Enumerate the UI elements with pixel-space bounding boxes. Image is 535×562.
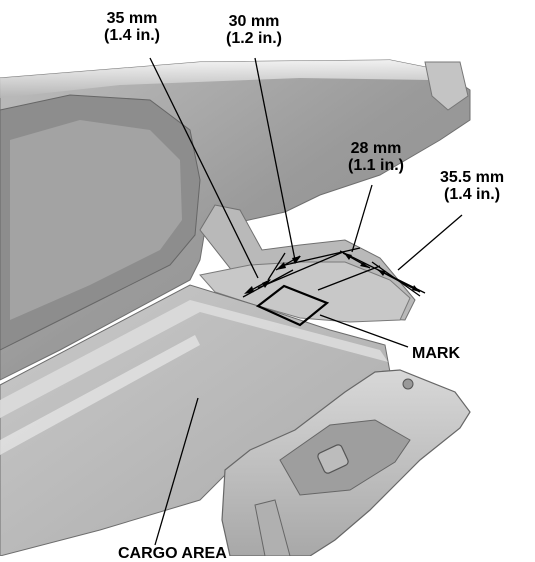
dim3-mm-text: 28 mm <box>350 140 402 157</box>
dim4-mm-text: 35.5 mm <box>440 169 505 186</box>
upper-highlight <box>0 60 440 98</box>
dim2-in-text: (1.2 in.) <box>226 30 283 47</box>
tray-hook <box>317 444 349 474</box>
dimension-label-35-5mm: 35.5 mm (1.4 in.) <box>440 169 504 203</box>
top-bracket <box>424 61 469 111</box>
dim2-mm-text: 30 mm <box>228 13 280 30</box>
cargo-area-label: CARGO AREA <box>118 545 227 562</box>
dimension-label-28mm: 28 mm (1.1 in.) <box>348 140 404 174</box>
bracket-bolt <box>402 378 414 390</box>
dimension-label-30mm: 30 mm (1.2 in.) <box>226 13 282 47</box>
leader-lines <box>149 57 463 546</box>
dim4-in-text: (1.4 in.) <box>444 186 501 203</box>
dimension-label-35mm: 35 mm (1.4 in.) <box>104 10 160 44</box>
floor-edge-rib <box>0 335 200 455</box>
dim1-mm-text: 35 mm <box>106 10 158 27</box>
mark-square <box>255 284 330 327</box>
dim1-in-text: (1.4 in.) <box>104 27 161 44</box>
arrowheads <box>244 253 420 294</box>
dim3-in-text: (1.1 in.) <box>348 157 405 174</box>
mark-label: MARK <box>412 345 460 362</box>
floor-lip <box>0 300 388 418</box>
tub-inner <box>10 120 182 320</box>
